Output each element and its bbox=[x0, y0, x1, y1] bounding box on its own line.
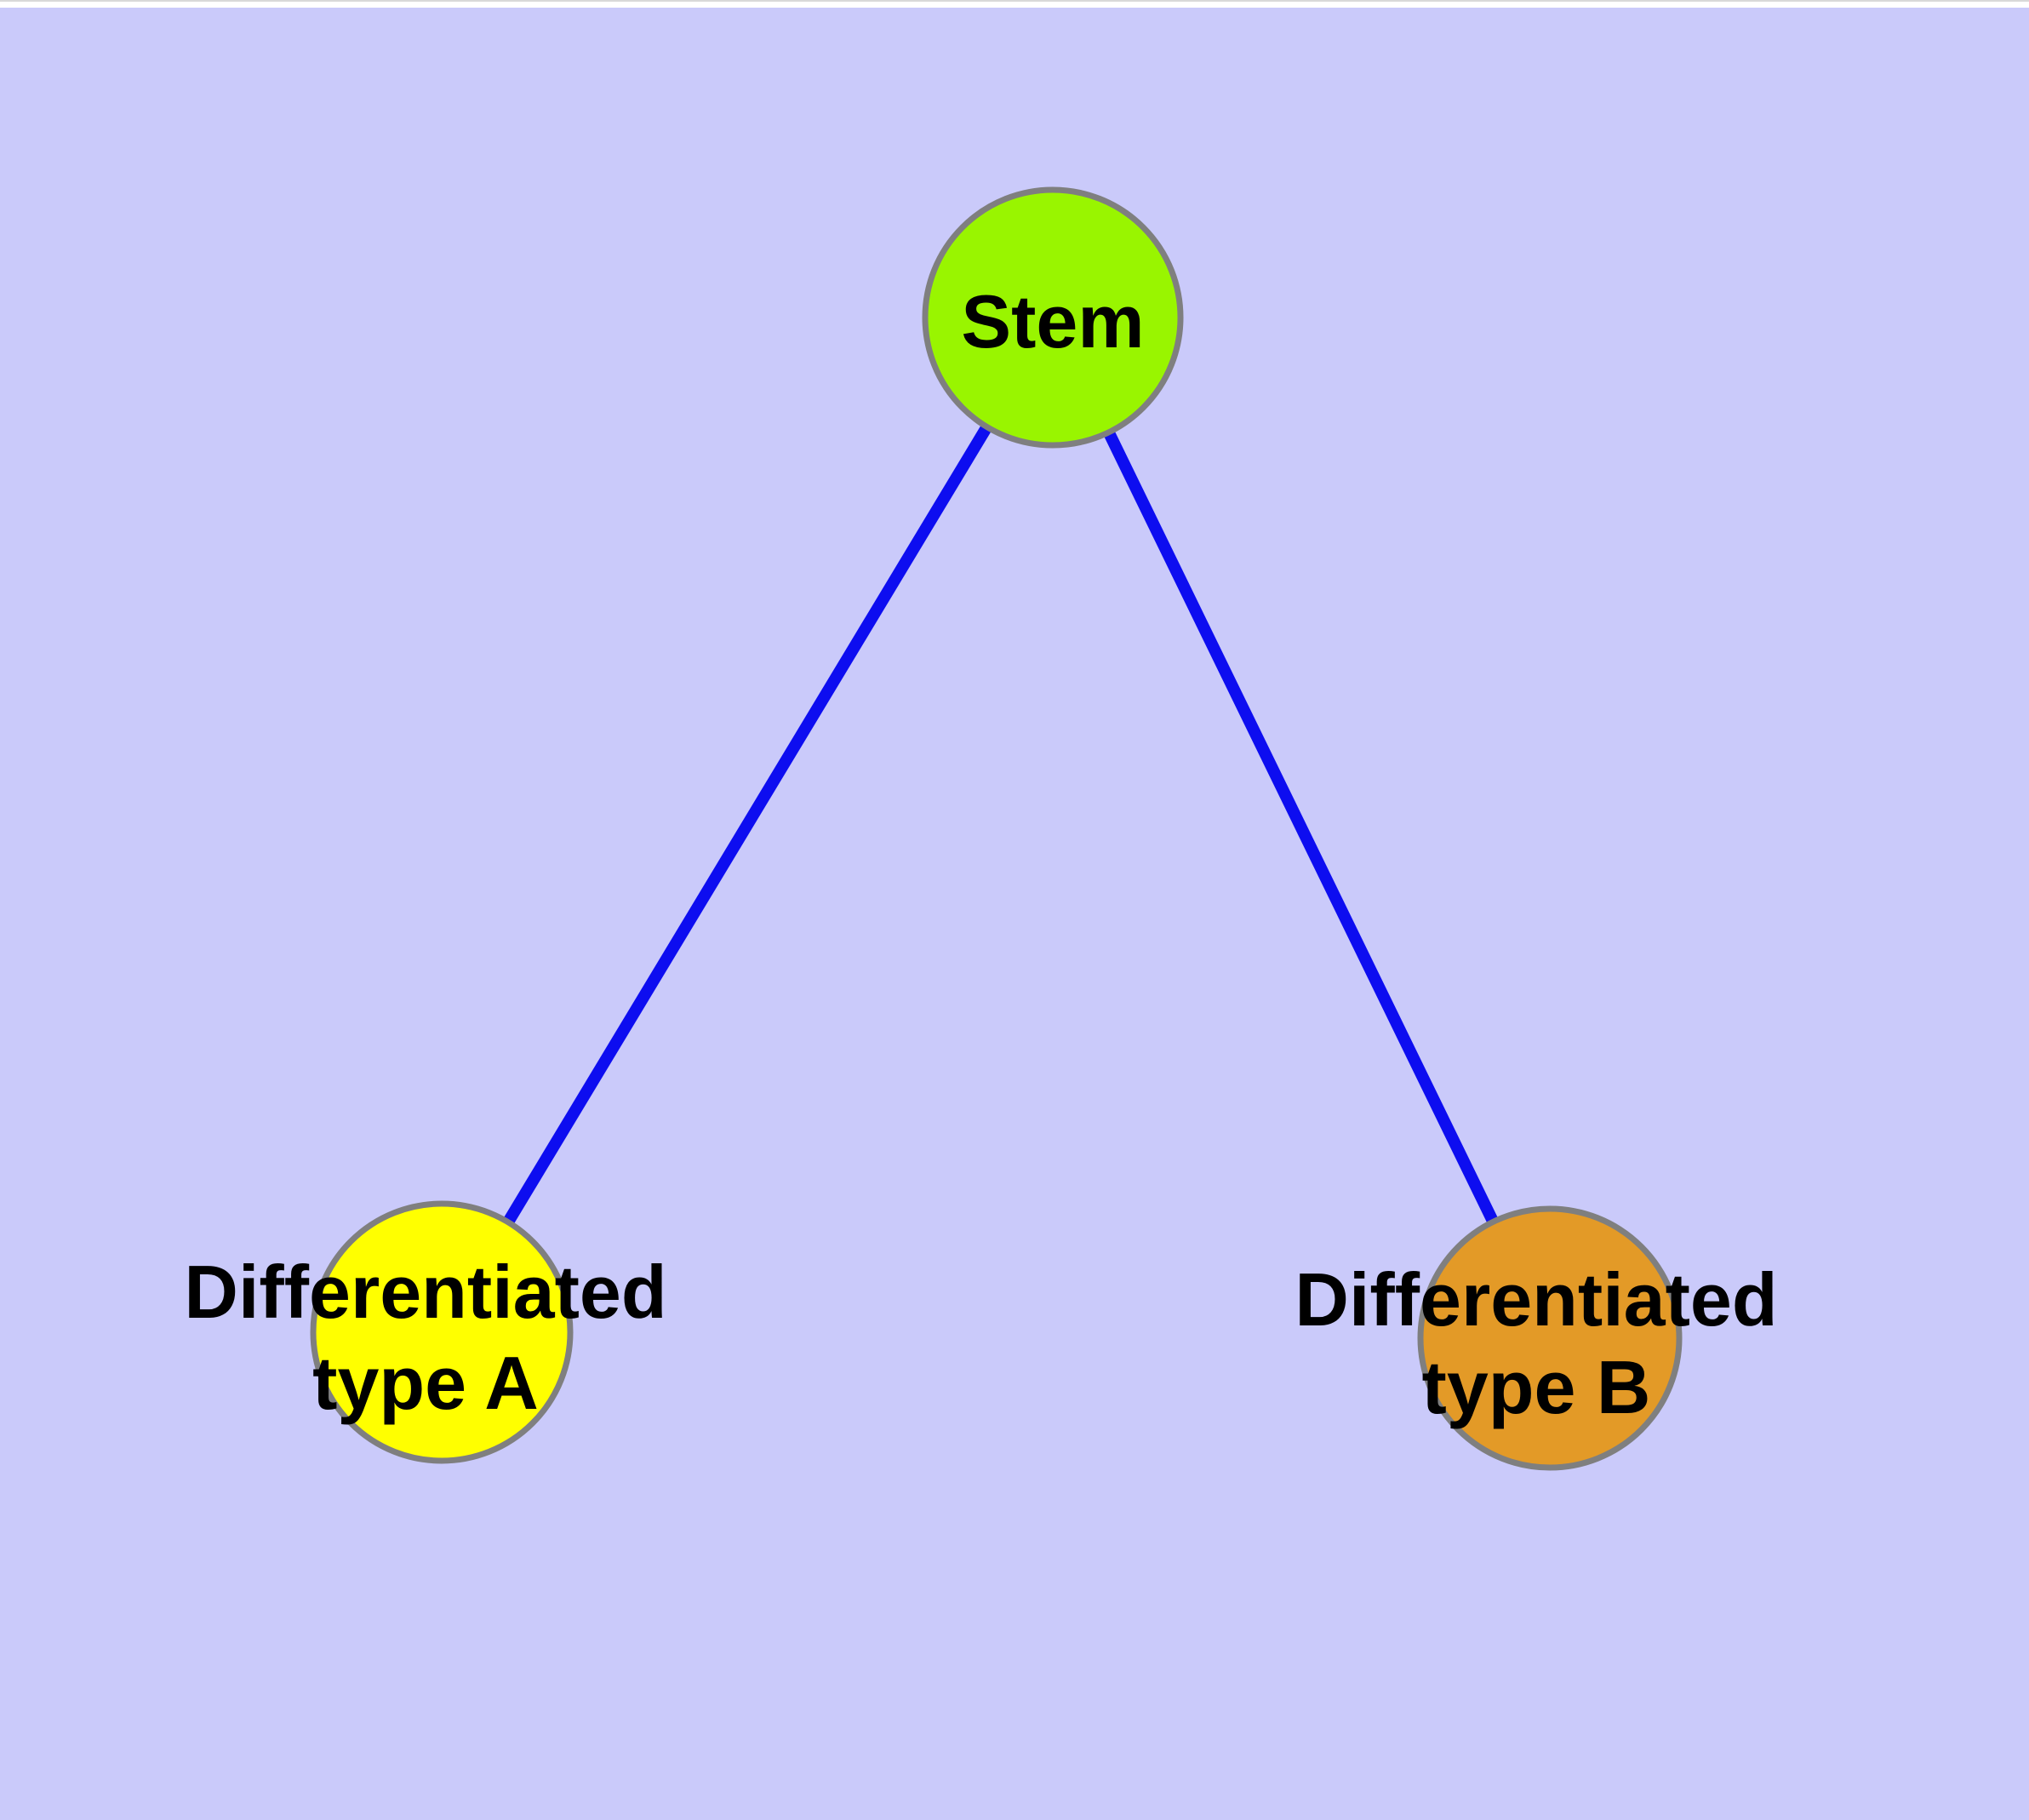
node-differentiated-type-b-circle bbox=[1417, 1205, 1683, 1471]
node-stem-circle bbox=[922, 186, 1184, 449]
edge-stem-to-type-a bbox=[437, 314, 1058, 1336]
node-type-a-label-line2: type A bbox=[312, 1341, 539, 1425]
top-margin-strip bbox=[0, 0, 2029, 8]
node-stem-label: Stem bbox=[961, 279, 1144, 363]
edge-stem-to-type-b bbox=[1047, 314, 1556, 1342]
node-type-b-label-line2: type B bbox=[1422, 1345, 1651, 1429]
node-type-a-label-line1: Differentiated bbox=[184, 1250, 666, 1334]
node-type-b-label-line1: Differentiated bbox=[1295, 1257, 1777, 1342]
node-differentiated-type-a-circle bbox=[310, 1200, 574, 1464]
